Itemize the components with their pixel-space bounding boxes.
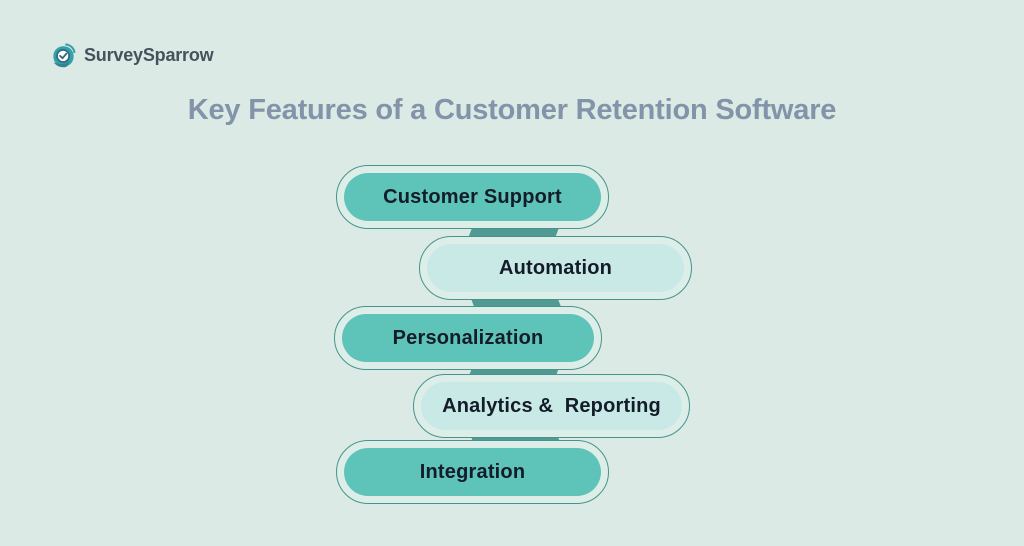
feature-pill-customer-support: Customer Support xyxy=(336,165,609,229)
feature-label: Integration xyxy=(419,460,526,483)
feature-label: Analytics & Reporting xyxy=(442,394,661,417)
feature-pill-integration: Integration xyxy=(336,440,609,504)
feature-label: Personalization xyxy=(392,326,544,349)
surveysparrow-logo: SurveySparrow xyxy=(50,42,214,69)
page-title: Key Features of a Customer Retention Sof… xyxy=(187,94,837,126)
feature-pill-personalization: Personalization xyxy=(334,306,602,370)
logo-wordmark: SurveySparrow xyxy=(84,45,214,65)
feature-label: Customer Support xyxy=(383,185,562,208)
feature-label: Automation xyxy=(498,256,613,279)
surveysparrow-bird-icon xyxy=(50,42,77,69)
feature-pill-automation: Automation xyxy=(419,236,692,300)
feature-pill-analytics-reporting: Analytics & Reporting xyxy=(413,374,690,438)
